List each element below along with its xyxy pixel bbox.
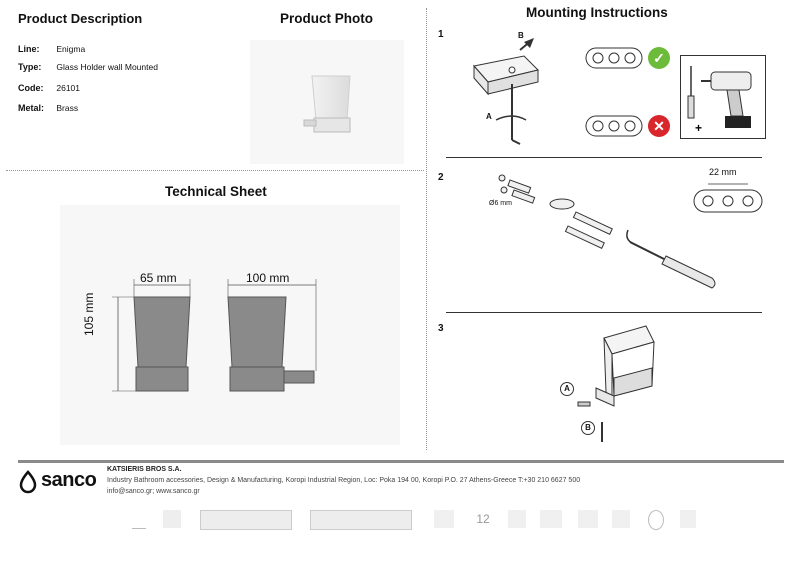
mounting-instructions-title: Mounting Instructions xyxy=(526,5,668,20)
product-line-row: Line: Enigma xyxy=(18,44,85,54)
step-separator xyxy=(446,312,762,313)
field-value: 26101 xyxy=(56,83,81,93)
step-number: 1 xyxy=(438,29,444,40)
column-divider xyxy=(426,8,427,450)
technical-drawing-svg xyxy=(112,279,317,392)
sanco-logo: sanco xyxy=(19,468,99,494)
product-code-row: Code: 26101 xyxy=(18,83,80,93)
spacing-plate-illustration xyxy=(693,183,763,213)
eco-icon xyxy=(540,510,562,528)
technical-drawing xyxy=(60,205,400,445)
finish-icon xyxy=(508,510,526,528)
quality-badge-icon xyxy=(163,510,181,528)
sun-icon xyxy=(612,510,630,528)
tools-box: + xyxy=(680,55,766,139)
step1-bracket-illustration xyxy=(473,38,539,145)
section-divider xyxy=(6,170,424,171)
iso14001-icon xyxy=(310,510,412,530)
field-label: Code: xyxy=(18,83,44,93)
step-separator xyxy=(446,157,762,158)
width-dimension: 65 mm xyxy=(140,271,177,285)
product-metal-row: Metal: Brass xyxy=(18,103,78,113)
recycle-icon xyxy=(578,510,598,528)
plate-orientation-illustration xyxy=(585,47,643,137)
round-icon xyxy=(648,510,664,530)
iso9001-icon xyxy=(200,510,292,530)
check-icon: ✓ xyxy=(648,47,670,69)
technical-sheet-title: Technical Sheet xyxy=(165,184,267,199)
field-label: Metal: xyxy=(18,103,45,113)
glass-holder-photo xyxy=(303,75,351,133)
warranty-years-icon: 12 xyxy=(476,512,490,526)
label-b: B xyxy=(518,31,524,40)
company-name: KATSIERIS BROS S.A. xyxy=(107,466,182,473)
svg-text:+: + xyxy=(695,121,702,135)
hotel-icon xyxy=(132,510,146,529)
footer-bar xyxy=(18,460,784,463)
product-photo-title: Product Photo xyxy=(280,11,373,26)
drill-and-screwdriver-icon: + xyxy=(687,66,752,135)
spacing-label: 22 mm xyxy=(709,167,737,177)
step2-screws-illustration xyxy=(498,174,716,289)
logo-text: sanco xyxy=(41,469,97,491)
company-address: Industry Bathroom accessories, Design & … xyxy=(107,477,581,484)
label-b-circle: B xyxy=(581,421,595,435)
field-value: Brass xyxy=(56,103,79,113)
water-icon xyxy=(434,510,454,528)
installation-icon xyxy=(680,510,696,528)
field-value: Enigma xyxy=(56,44,86,54)
product-type-row: Type: Glass Holder wall Mounted xyxy=(18,62,158,72)
field-value: Glass Holder wall Mounted xyxy=(56,62,158,72)
field-label: Type: xyxy=(18,62,42,72)
step3-holder-illustration xyxy=(577,325,655,442)
company-contact: info@sanco.gr; www.sanco.gr xyxy=(107,488,200,495)
product-description-title: Product Description xyxy=(18,11,143,26)
height-dimension: 105 mm xyxy=(82,292,96,336)
diameter-label: Ø6 mm xyxy=(489,200,512,207)
depth-dimension: 100 mm xyxy=(246,271,290,285)
sanco-logo-icon xyxy=(19,470,37,494)
label-a-circle: A xyxy=(560,382,574,396)
field-label: Line: xyxy=(18,44,40,54)
step-number: 2 xyxy=(438,172,444,183)
label-a: A xyxy=(486,112,492,121)
product-photo xyxy=(250,40,404,164)
cross-icon: ✕ xyxy=(648,115,670,137)
step-number: 3 xyxy=(438,323,444,334)
